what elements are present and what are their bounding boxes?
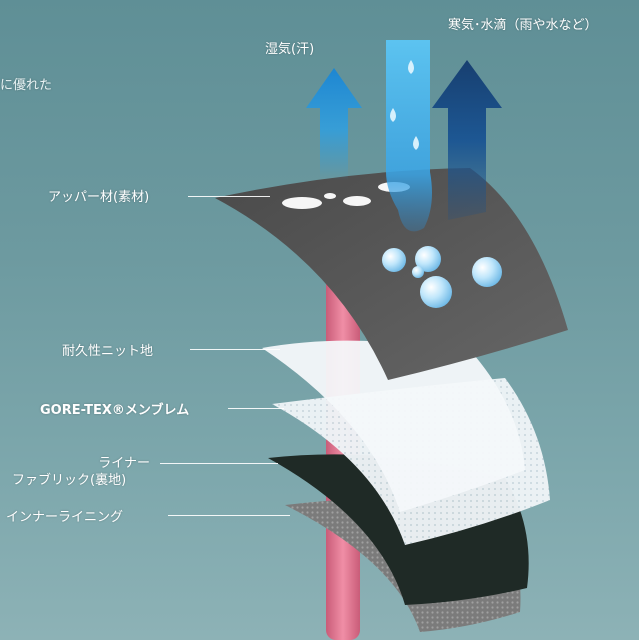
water-column-center xyxy=(386,40,432,232)
cold-water-label: 寒気･水滴（雨や水など） xyxy=(448,18,598,33)
durable-knit-leader xyxy=(190,349,280,350)
upper-material-leader xyxy=(188,196,270,197)
moisture-arrow-left xyxy=(306,68,362,180)
water-droplets xyxy=(382,246,502,308)
inner-lining-label: インナーライニング xyxy=(6,510,124,525)
liner-label-line1: ライナー xyxy=(98,456,150,471)
gore-tex-leader xyxy=(228,408,284,409)
inner-lining-leader xyxy=(168,515,290,516)
moisture-label: 湿気(汗) xyxy=(265,42,315,57)
falling-drop-icons xyxy=(390,60,419,150)
upper-material-layer xyxy=(215,168,568,380)
gore-tex-label: GORE-TEX®メンブレム xyxy=(40,403,190,418)
moisture-arrow-right xyxy=(432,60,502,220)
top-left-fragment-label: に優れた xyxy=(0,78,53,93)
durable-knit-label: 耐久性ニット地 xyxy=(62,344,154,359)
liner-leader xyxy=(160,463,278,464)
liner-label-line2: ファブリック(裏地) xyxy=(12,473,127,488)
durable-knit-layer xyxy=(262,340,525,512)
upper-material-label: アッパー材(素材) xyxy=(48,190,150,205)
